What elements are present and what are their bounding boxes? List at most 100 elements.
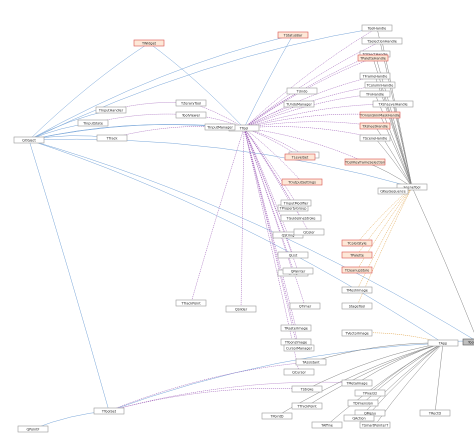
- node-tundo[interactable]: TUndo: [286, 87, 318, 95]
- node-qpainter[interactable]: QPainter: [282, 267, 314, 275]
- node-label-txsheethandle: TXsheetHandle: [361, 124, 388, 128]
- node-scenetool[interactable]: SceneTool: [396, 183, 428, 191]
- node-stagetool[interactable]: StageTool: [341, 302, 373, 310]
- node-trasterimage[interactable]: TRasterImage: [280, 324, 312, 332]
- node-box-qcursor: [283, 368, 315, 376]
- node-qkeysequence[interactable]: QKeySequence: [377, 187, 409, 195]
- node-label-toolviewer: ToolViewer: [181, 113, 201, 117]
- edge-ttool-qtimer: [243, 127, 306, 307]
- node-tcleanupstyle[interactable]: TCleanupStyle: [341, 266, 373, 274]
- node-tfxhandle[interactable]: TFxHandle: [359, 90, 391, 98]
- node-tstroke[interactable]: TStroke: [291, 385, 323, 393]
- node-ttoonzimage[interactable]: TToonzImage: [280, 338, 312, 346]
- node-tscenehandle[interactable]: TSceneHandle: [359, 134, 391, 142]
- edge-ttool-tcurrentfx: [243, 127, 305, 156]
- edge-qslider-ttool: [240, 127, 245, 310]
- node-ttreadertool[interactable]: TToolSet: [93, 407, 125, 415]
- node-toolhandle[interactable]: ToolHandle: [361, 24, 393, 32]
- node-box-tguidestroke: [280, 214, 322, 222]
- node-qtimer[interactable]: QTimer: [289, 302, 321, 310]
- node-qcursor[interactable]: QCursor: [283, 368, 315, 376]
- node-label-qmenu: QMenu: [364, 411, 376, 415]
- node-tstatusbar[interactable]: TStatusBar: [277, 31, 309, 39]
- node-tinputhandler[interactable]: TInputHandler: [95, 106, 127, 114]
- node-label-tvectorimage: TVectorImage: [344, 331, 369, 335]
- edge-tstatusbar-ttool: [243, 34, 294, 129]
- node-label-tinputhandler: TInputHandler: [98, 108, 124, 112]
- node-qaction[interactable]: QAction: [343, 414, 375, 422]
- node-box-tundo: [286, 87, 318, 95]
- node-box-tthickpoint: [291, 402, 323, 410]
- node-label-qpainter: QPainter: [291, 269, 306, 273]
- node-box-tcolorstyle: [341, 239, 373, 247]
- node-txshlevelhandle[interactable]: TXshLevelHandle: [372, 100, 414, 108]
- edge-ttool-toutputsettings: [243, 127, 303, 183]
- node-tcellkeyframe[interactable]: TCellKeyframeSelection: [344, 158, 386, 166]
- edge-ttool-txsheethandle: [243, 121, 376, 129]
- node-box-qslider: [225, 305, 257, 313]
- edge-tonionskinmaskhandle-scenetool: [379, 114, 413, 188]
- node-tcolorstyle[interactable]: TColorStyle: [341, 239, 373, 247]
- node-qslider[interactable]: QSlider: [225, 305, 257, 313]
- node-tmeshimage[interactable]: TMeshImage: [341, 286, 373, 294]
- node-tlevelset[interactable]: TLevelSet: [284, 153, 316, 161]
- node-tmodifier[interactable]: TInputModifier: [280, 199, 312, 207]
- node-tzerarytool[interactable]: TZeraryTool: [175, 99, 207, 107]
- node-label-tonionskinmaskhandle: TOnionSkinMaskHandle: [359, 113, 400, 117]
- node-tpalettehandle[interactable]: TPaletteHandle: [357, 54, 389, 62]
- node-toolviewer[interactable]: ToolViewer: [175, 111, 207, 119]
- edge-ttool-tundomanager: [243, 103, 300, 129]
- node-box-tcolumnhandle: [364, 81, 396, 89]
- node-qlist[interactable]: QList: [277, 251, 309, 259]
- node-box-qpainter: [282, 267, 314, 275]
- node-tinputstate[interactable]: TInputState: [77, 119, 109, 127]
- node-trectd[interactable]: TRectD: [419, 409, 451, 417]
- node-tpalette[interactable]: TPalette: [341, 251, 373, 259]
- node-taffine[interactable]: TAffine: [311, 421, 343, 429]
- node-twidget[interactable]: TWidget: [133, 39, 165, 47]
- edge-tcleanupstyle-scenetool: [356, 186, 413, 271]
- node-txsheethandle[interactable]: TXsheetHandle: [359, 122, 391, 130]
- node-qobject[interactable]: QObject: [13, 136, 45, 144]
- edge-stagetool-scenetool: [356, 186, 413, 307]
- node-tselectionhandle[interactable]: TSelectionHandle: [361, 37, 403, 45]
- node-label-tpalettehandle: TPaletteHandle: [359, 56, 386, 60]
- edge-ttool-qstring: [243, 127, 289, 236]
- node-tdimension[interactable]: TDimension: [347, 399, 379, 407]
- node-qpointf[interactable]: QPointF: [17, 425, 49, 433]
- node-qcolor[interactable]: QColor: [293, 228, 325, 236]
- node-label-qobject: QObject: [22, 138, 36, 142]
- node-tfocus[interactable]: ToolbarItem: [462, 338, 474, 346]
- node-toutputsettings[interactable]: TOutputSettings: [281, 178, 323, 186]
- edge-tobjecthandle-scenetool: [374, 53, 413, 188]
- node-box-tinputmanager: [204, 123, 236, 131]
- node-ttrack[interactable]: TTrack: [96, 134, 128, 142]
- edge-ttool-tpropertygroup: [243, 127, 294, 209]
- node-tsmartpointer[interactable]: TSmartPointerT: [359, 421, 391, 429]
- node-label-qtimer: QTimer: [299, 304, 312, 308]
- node-box-tsmartpointer: [359, 421, 391, 429]
- edge-scenetool-tfocus: [411, 186, 474, 333]
- edge-qobject-twidget: [28, 42, 150, 141]
- node-tframehandle[interactable]: TFrameHandle: [359, 72, 391, 80]
- node-tassistant[interactable]: TAssistant: [295, 358, 327, 366]
- node-box-tzerarytool: [175, 99, 207, 107]
- edge-tcolorstyle-scenetool: [356, 186, 413, 244]
- node-label-tpalette: TPalette: [349, 253, 364, 257]
- node-tpointd[interactable]: TPointD: [261, 412, 293, 420]
- node-tguidestroke[interactable]: TGuidelineStroke: [280, 214, 322, 222]
- node-tonionskinmaskhandle[interactable]: TOnionSkinMaskHandle: [359, 111, 401, 119]
- node-tvectorimage[interactable]: TVectorImage: [341, 329, 373, 337]
- node-tapp[interactable]: TApp: [427, 339, 459, 347]
- node-tthickpoint[interactable]: TThickPoint: [291, 402, 323, 410]
- node-cursormanager[interactable]: CursorManager: [283, 344, 315, 352]
- edge-ttreadertool-tmetaimage: [108, 381, 358, 412]
- node-tinputmanager[interactable]: TInputManager: [204, 123, 236, 131]
- node-tcolumnhandle[interactable]: TColumnHandle: [364, 81, 396, 89]
- node-label-qkeysequence: QKeySequence: [380, 189, 406, 193]
- node-ttrackpoint[interactable]: TTrackPoint: [175, 299, 207, 307]
- node-tpixel[interactable]: TPixel32: [354, 389, 386, 397]
- edge-qobject-tfocus: [28, 139, 474, 340]
- node-tundomanager[interactable]: TUndoManager: [283, 100, 315, 108]
- node-tmetaimage[interactable]: TMetaImage: [341, 379, 373, 387]
